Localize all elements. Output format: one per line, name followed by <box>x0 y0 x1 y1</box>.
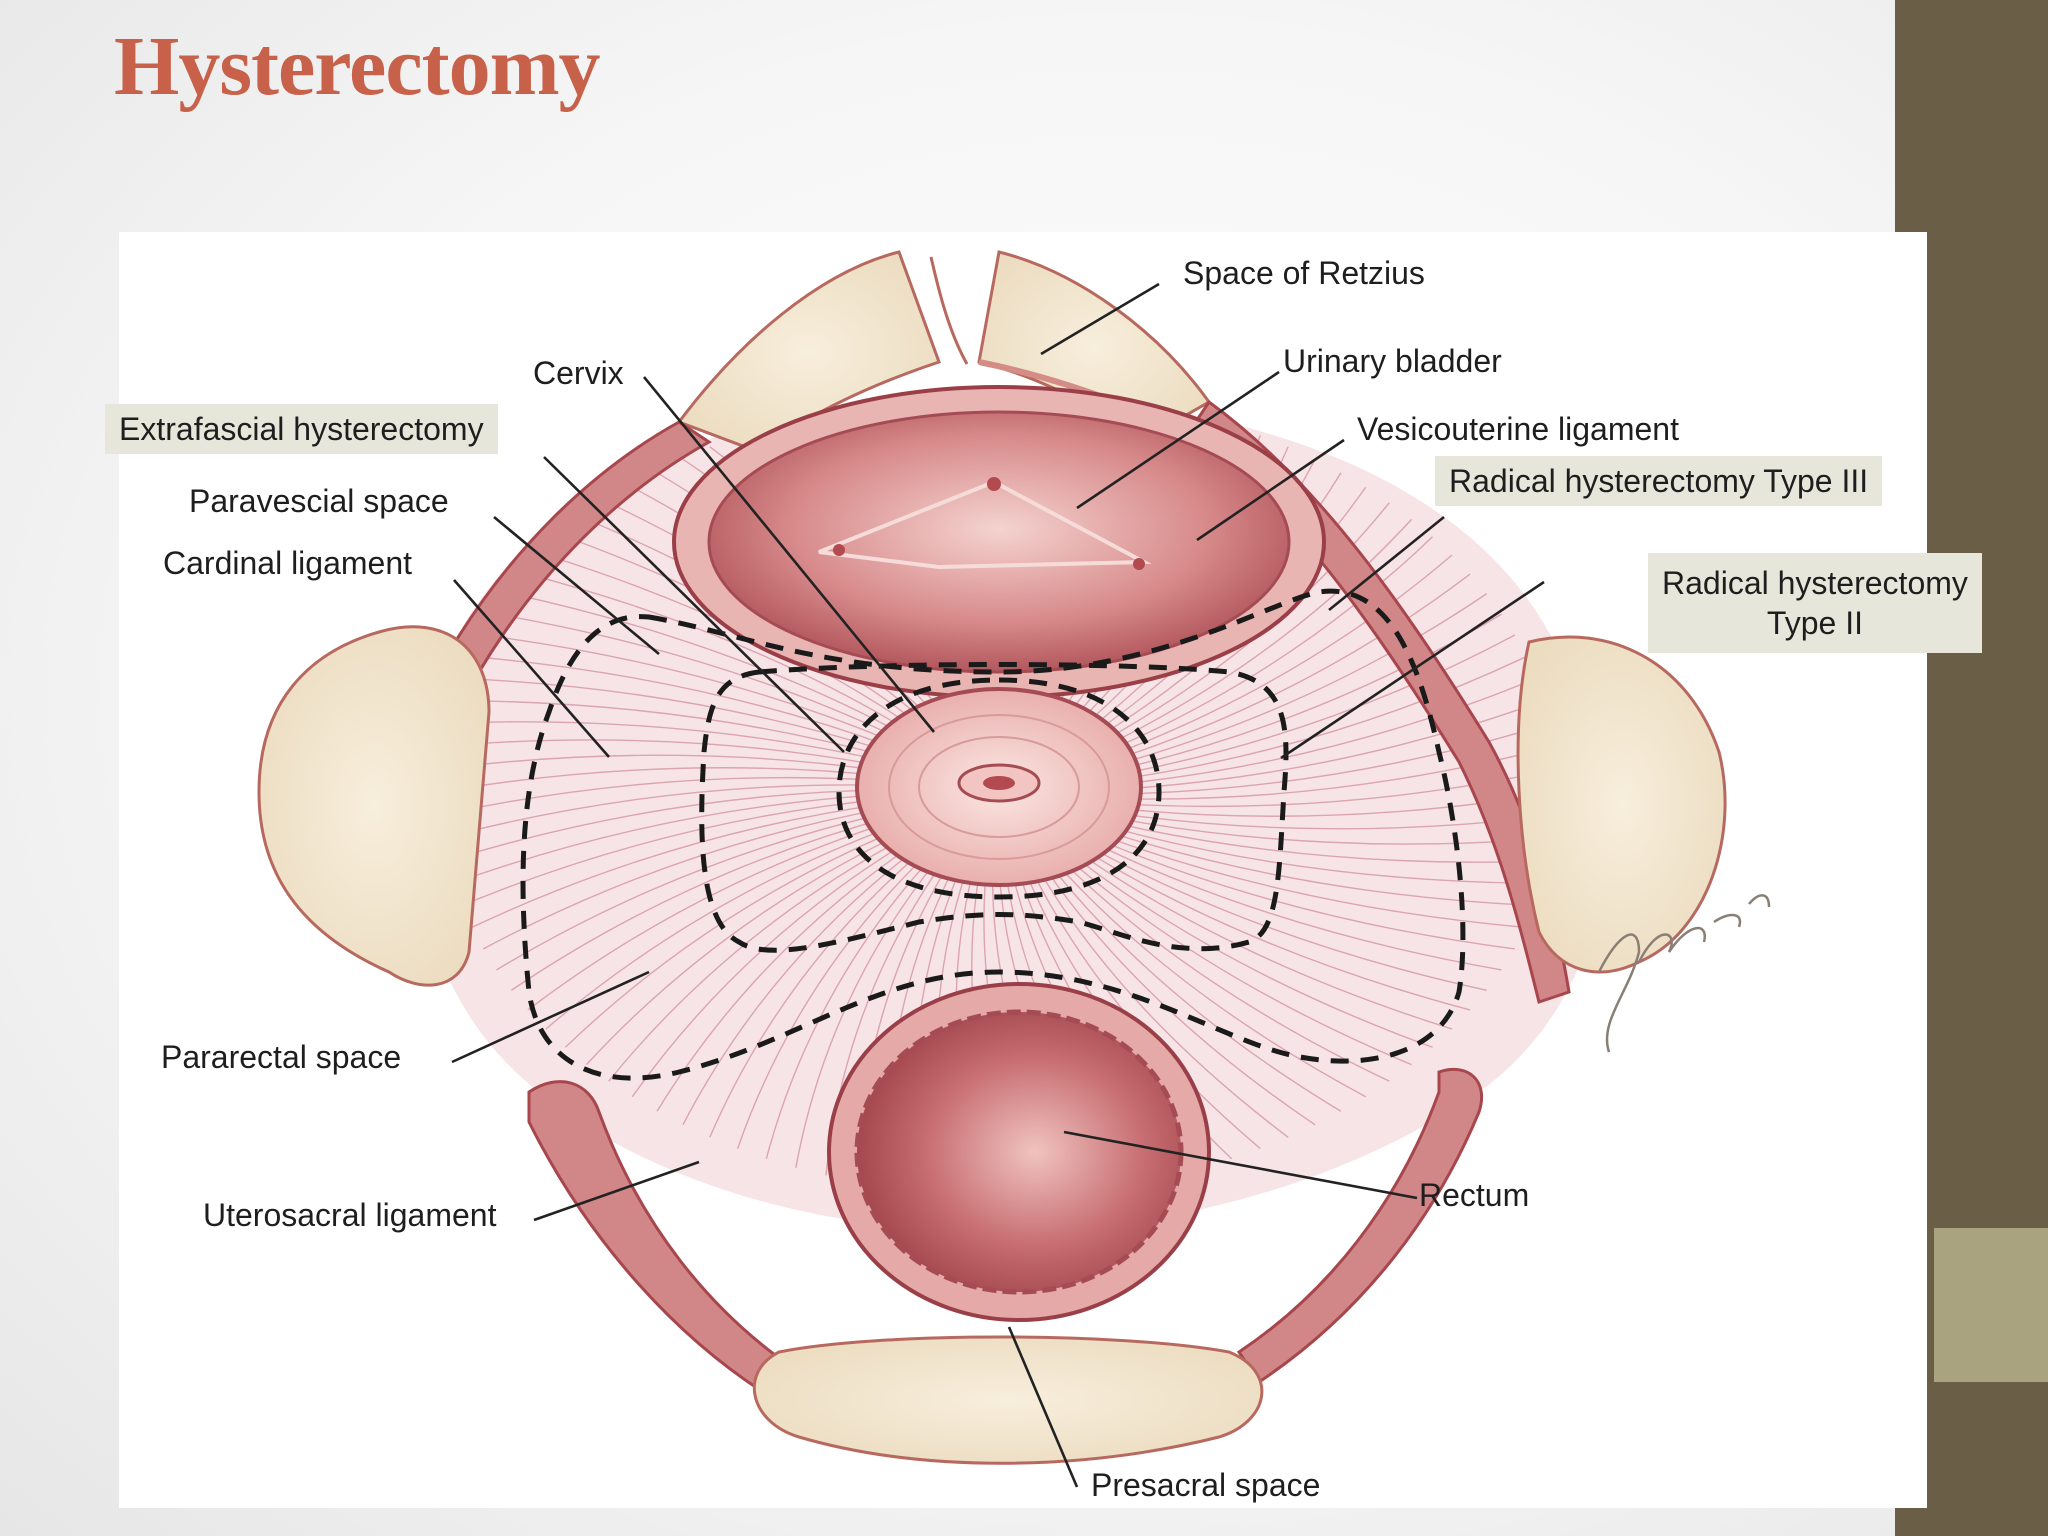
pelvis-illustration <box>257 250 1771 1488</box>
label-urinary-bladder: Urinary bladder <box>1283 343 1502 379</box>
sacral-side-walls <box>527 1067 1484 1405</box>
pubic-symphysis <box>676 250 1212 454</box>
anatomy-figure: Space of Retzius Urinary bladder Cervix … <box>105 232 1982 1508</box>
label-presacral-space: Presacral space <box>1091 1467 1321 1503</box>
radical-type-iii-boundary <box>520 588 1466 1081</box>
label-rectum: Rectum <box>1419 1177 1530 1213</box>
left-iliac-bone <box>257 625 491 987</box>
sacrum-bone <box>752 1335 1264 1465</box>
label-pararectal-space: Pararectal space <box>161 1039 402 1075</box>
label-vesicouterine-ligament: Vesicouterine ligament <box>1357 411 1679 447</box>
urinary-bladder <box>672 385 1326 699</box>
leader-lines <box>451 282 1545 1488</box>
slide-title: Hysterectomy <box>114 20 601 113</box>
label-cervix: Cervix <box>533 355 624 391</box>
artist-signature <box>1597 894 1771 1053</box>
label-extrafascial-hysterectomy: Extrafascial hysterectomy <box>105 404 498 454</box>
right-iliac-bone <box>1516 635 1727 974</box>
label-paravescial-space: Paravescial space <box>189 483 449 519</box>
resection-boundaries <box>520 588 1466 1081</box>
cervix <box>855 687 1143 887</box>
rectum <box>827 982 1211 1322</box>
label-radical-hysterectomy-type-ii: Radical hysterectomy Type II <box>1648 553 1982 653</box>
extrafascial-boundary <box>836 677 1162 900</box>
label-radical-hysterectomy-type-ii-line2: Type II <box>1766 605 1863 641</box>
label-radical-hysterectomy-type-iii: Radical hysterectomy Type III <box>1435 456 1883 506</box>
label-uterosacral-ligament: Uterosacral ligament <box>203 1197 497 1233</box>
label-cardinal-ligament: Cardinal ligament <box>163 545 413 581</box>
label-space-of-retzius: Space of Retzius <box>1183 255 1425 291</box>
slide-side-bar-accent <box>1934 1228 2048 1382</box>
radical-type-ii-boundary <box>699 662 1289 953</box>
label-radical-hysterectomy-type-ii-line1: Radical hysterectomy <box>1662 565 1968 601</box>
